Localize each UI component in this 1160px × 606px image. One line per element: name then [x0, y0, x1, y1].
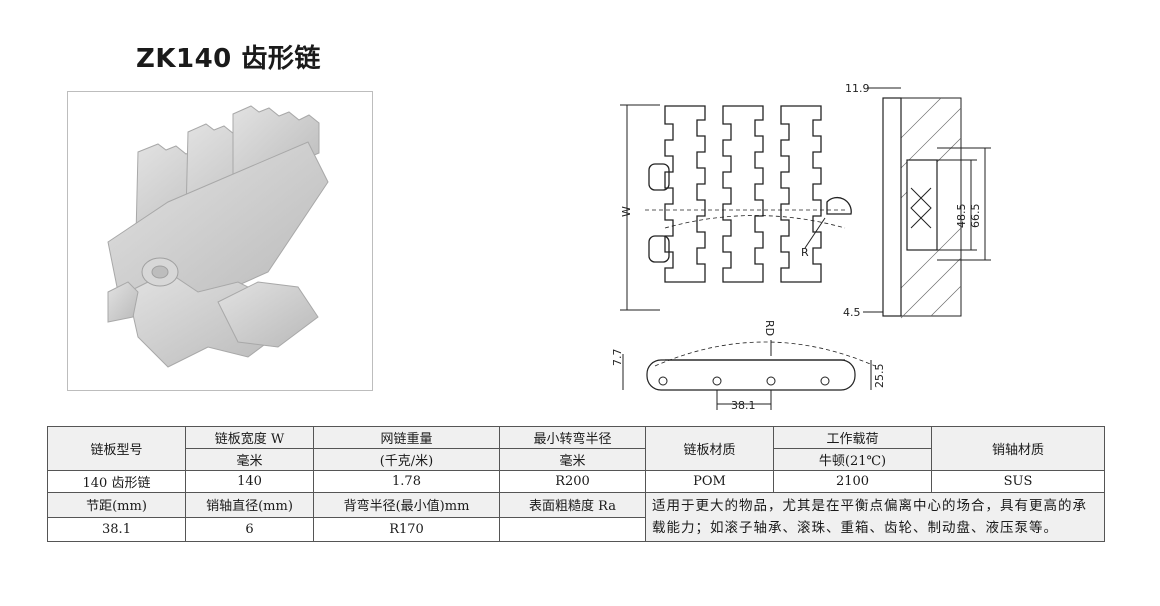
dim-11-9-label: 11.9 — [845, 82, 870, 95]
application-note: 适用于更大的物品，尤其是在平衡点偏离中心的场合，具有更高的承载能力；如滚子轴承、… — [645, 492, 1105, 542]
header-cell: 链板宽度 W — [185, 426, 314, 449]
unit-cell: (千克/米) — [313, 448, 500, 471]
table-row: 38.1 6 R170 — [47, 516, 1105, 542]
table-cell: POM — [645, 470, 774, 493]
header-cell: 销轴材质 — [931, 426, 1105, 471]
header-cell: 背弯半径(最小值)mm — [313, 492, 500, 518]
header-cell: 链板型号 — [47, 426, 186, 471]
unit-cell: 牛顿(21℃) — [773, 448, 932, 471]
technical-drawing: W R 48.5 66.5 — [605, 78, 1005, 418]
dim-48-5-label: 48.5 — [955, 204, 968, 229]
table-cell: 140 齿形链 — [47, 470, 186, 493]
unit-cell: 毫米 — [185, 448, 314, 471]
chain-illustration — [107, 105, 329, 368]
header-cell: 链板材质 — [645, 426, 774, 471]
header-row-1: 链板型号 链板宽度 W 网链重量 最小转弯半径 链板材质 工作载荷 销轴材质 — [47, 426, 1105, 471]
table-cell: 2100 — [773, 470, 932, 493]
table-cell: 38.1 — [47, 516, 186, 542]
header-cell: 表面粗糙度 Ra — [499, 492, 646, 518]
dim-7-7-label: 7.7 — [611, 349, 624, 367]
header-cell: 最小转弯半径 — [499, 426, 646, 449]
table-cell — [499, 516, 646, 542]
table-row: 140 齿形链 140 1.78 R200 POM 2100 SUS — [47, 470, 1105, 493]
table-cell: 140 — [185, 470, 314, 493]
table-cell: R200 — [499, 470, 646, 493]
dim-w-label: W — [620, 206, 633, 217]
header-cell: 销轴直径(mm) — [185, 492, 314, 518]
header-row-3: 节距(mm) 销轴直径(mm) 背弯半径(最小值)mm 表面粗糙度 Ra 适用于… — [47, 492, 1105, 542]
dim-25-5-label: 25.5 — [873, 364, 886, 389]
product-photo — [67, 91, 373, 391]
page-title: ZK140 齿形链 — [136, 44, 321, 74]
table-cell: SUS — [931, 470, 1105, 493]
header-row-2: 毫米 (千克/米) 毫米 牛顿(21℃) — [48, 448, 1105, 471]
header-cell: 网链重量 — [313, 426, 500, 449]
table-cell: R170 — [313, 516, 500, 542]
unit-cell: 毫米 — [499, 448, 646, 471]
dim-r-label: R — [801, 246, 809, 259]
dim-66-5-label: 66.5 — [969, 204, 982, 229]
dim-38-1-label: 38.1 — [731, 399, 756, 412]
dim-rd-label: RD — [763, 320, 776, 336]
spec-table: 链板型号 链板宽度 W 网链重量 最小转弯半径 链板材质 工作载荷 销轴材质 毫… — [47, 426, 1105, 542]
table-cell: 1.78 — [313, 470, 500, 493]
drawing-svg: W R 48.5 66.5 — [611, 82, 991, 412]
header-cell: 节距(mm) — [47, 492, 186, 518]
dim-4-5-label: 4.5 — [843, 306, 861, 319]
header-cell: 工作载荷 — [773, 426, 932, 449]
table-cell: 6 — [185, 516, 314, 542]
